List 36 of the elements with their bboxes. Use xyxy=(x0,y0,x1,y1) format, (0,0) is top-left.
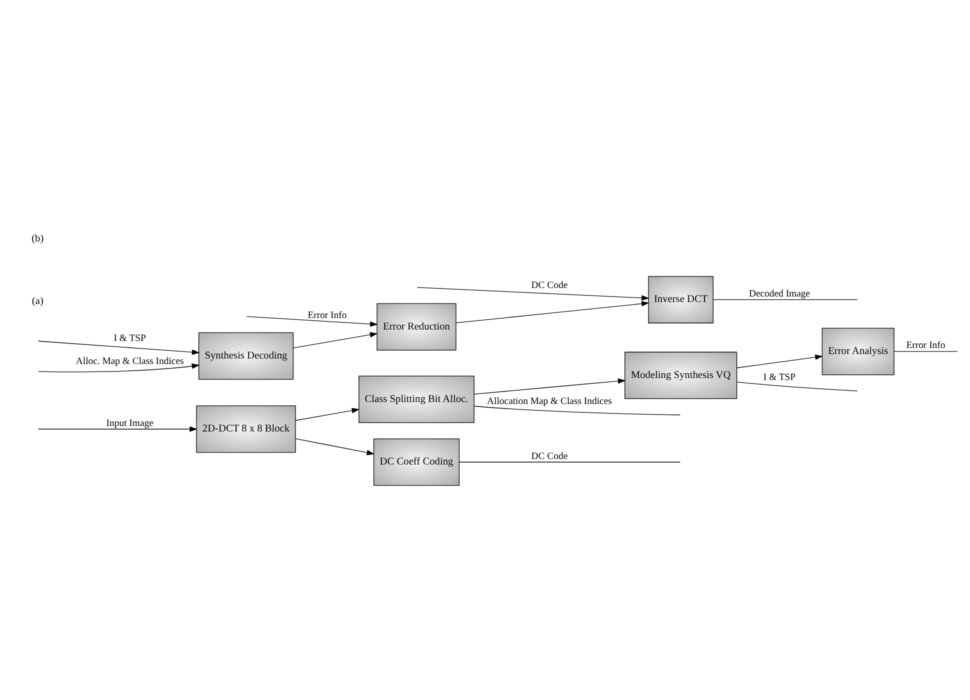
edge-label: Input Image xyxy=(106,417,154,428)
connector xyxy=(894,350,958,352)
arrow xyxy=(736,354,823,368)
connector xyxy=(713,298,858,300)
node-box: Class Splitting Bit Alloc. xyxy=(358,375,474,422)
edge-label: Alloc. Map & Class Indices xyxy=(76,355,184,366)
node-box: Error Reduction xyxy=(376,302,456,350)
node-box: DC Coeff Coding xyxy=(373,438,460,486)
arrow xyxy=(246,316,378,326)
edge-label: Allocation Map & Class Indices xyxy=(487,395,612,406)
arrow xyxy=(38,362,200,372)
label: (a) xyxy=(32,296,44,307)
edge-label: I & TSP xyxy=(763,371,796,382)
connector xyxy=(474,405,680,415)
arrow xyxy=(474,378,626,394)
node-box: Inverse DCT xyxy=(648,276,714,323)
arrow xyxy=(38,340,200,354)
node-box: Synthesis Decoding xyxy=(198,332,294,380)
edge-label: Decoded Image xyxy=(748,288,810,299)
connector xyxy=(736,381,858,391)
arrow xyxy=(416,286,650,300)
edge-label: Error Info xyxy=(308,309,347,320)
edge-label: DC Code xyxy=(531,450,568,462)
label: (b) xyxy=(32,232,44,244)
edge-label: I & TSP xyxy=(114,332,146,344)
connector xyxy=(459,461,680,462)
node-box: 2D-DCT 8 x 8 Block xyxy=(196,405,296,452)
arrow xyxy=(456,300,650,323)
arrow xyxy=(293,332,378,348)
arrow xyxy=(38,426,198,432)
arrow xyxy=(295,407,360,420)
edge-label: DC Code xyxy=(531,280,568,291)
edge-label: Error Info xyxy=(906,340,946,351)
arrow xyxy=(295,438,375,455)
node-box: Error Analysis xyxy=(822,327,894,375)
node-box: Modeling Synthesis VQ xyxy=(624,351,738,399)
